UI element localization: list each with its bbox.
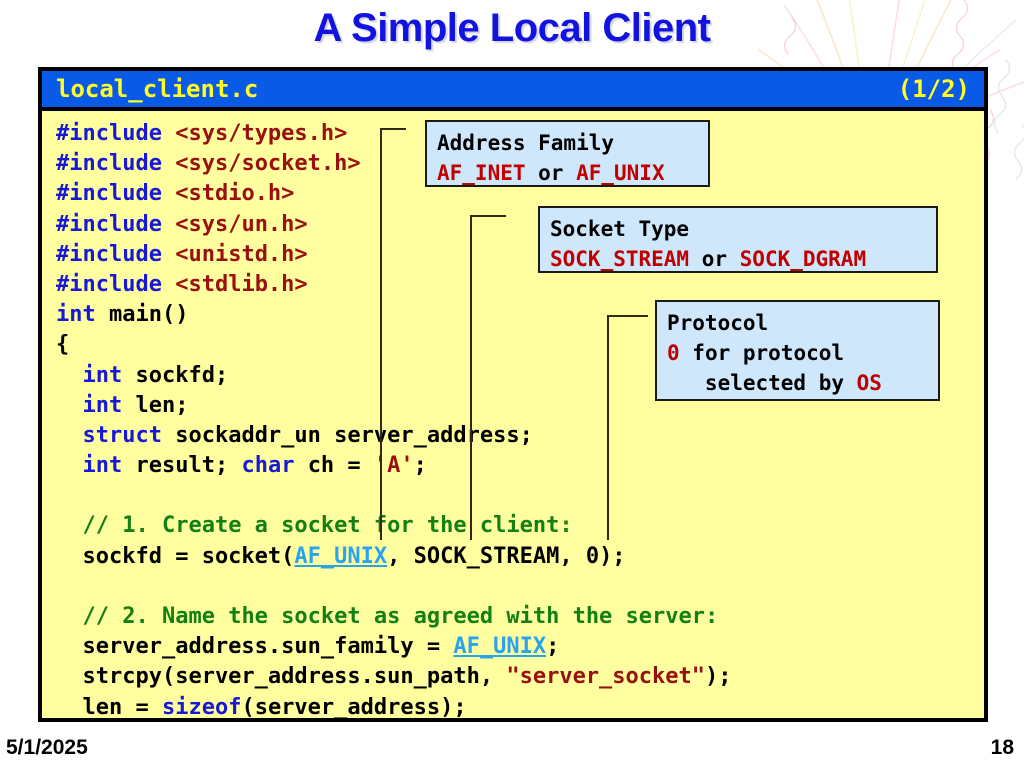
code-line: struct sockaddr_un server_address; <box>56 421 984 451</box>
code-line: #include <sys/types.h> <box>56 119 984 149</box>
code-line: #include <unistd.h> <box>56 240 984 270</box>
callout-line: selected by OS <box>667 368 928 398</box>
code-part-label: (1/2) <box>897 75 970 103</box>
callout-token: for protocol <box>679 341 845 365</box>
callout-token: selected by <box>667 371 857 395</box>
code-listing: #include <sys/types.h>#include <sys/sock… <box>42 111 984 723</box>
code-token: #include <box>56 211 176 237</box>
code-token: { <box>56 332 70 358</box>
code-line: strcpy(server_address.sun_path, "server_… <box>56 662 984 692</box>
code-token: sockfd = socket( <box>56 543 295 569</box>
code-line: int sockfd; <box>56 361 984 391</box>
code-line: // 2. Name the socket as agreed with the… <box>56 602 984 632</box>
callout-token: AF_INET <box>437 161 526 185</box>
code-token: main() <box>108 302 189 328</box>
code-token: <sys/socket.h> <box>175 151 361 177</box>
code-token <box>56 423 83 448</box>
code-token: // 2. Name the socket as agreed with the… <box>82 604 719 629</box>
callout-line: AF_INET or AF_UNIX <box>437 158 698 188</box>
code-token: #include <box>56 121 176 146</box>
code-line: // 1. Create a socket for the client: <box>56 511 984 541</box>
code-token: "server_socket" <box>506 664 706 690</box>
code-token: #include <box>56 241 176 267</box>
footer-date: 5/1/2025 <box>6 736 88 759</box>
callout-token: OS <box>856 371 882 395</box>
code-line: int main() <box>56 300 984 330</box>
code-token <box>56 574 69 599</box>
code-token: #include <box>56 271 176 297</box>
code-token: , SOCK_STREAM, 0); <box>387 543 626 569</box>
code-token <box>56 363 83 388</box>
code-filename-label: local_client.c <box>56 75 259 103</box>
callout-token: Socket Type <box>550 217 690 241</box>
code-token: <sys/un.h> <box>175 211 308 237</box>
callout-token: or <box>525 161 577 185</box>
code-token: AF_UNIX <box>294 543 388 569</box>
code-token: server_address.sun_family = <box>56 634 454 660</box>
page-title: A Simple Local Client <box>313 6 711 50</box>
callout-token: 0 <box>667 341 680 365</box>
code-line: int result; char ch = 'A'; <box>56 451 984 481</box>
code-token: ; <box>546 634 560 660</box>
code-line: len = sizeof(server_address); <box>56 693 984 723</box>
code-line: int len; <box>56 391 984 421</box>
code-token: (server_address); <box>241 694 467 720</box>
code-token: // 1. Create a socket for the client: <box>82 513 573 539</box>
callout-line: Socket Type <box>550 214 926 244</box>
callout-token: Address Family <box>437 131 615 155</box>
code-token: ch = <box>307 453 374 479</box>
callout-token: SOCK_STREAM <box>550 247 690 271</box>
code-token: #include <box>56 181 176 207</box>
code-token: <stdio.h> <box>175 181 295 207</box>
code-token: <stdlib.h> <box>175 271 308 297</box>
footer-page-number: 18 <box>990 736 1014 759</box>
code-line: { <box>56 330 984 360</box>
code-line: #include <sys/socket.h> <box>56 149 984 179</box>
code-token: <sys/types.h> <box>175 121 348 146</box>
code-line: server_address.sun_family = AF_UNIX; <box>56 632 984 662</box>
code-token: int <box>82 362 136 388</box>
code-token <box>56 483 69 508</box>
code-token: ; <box>413 453 427 479</box>
callout-line: 0 for protocol <box>667 338 928 368</box>
code-line <box>56 481 984 511</box>
code-token: int <box>56 302 109 328</box>
code-token <box>56 513 83 538</box>
callout-line: SOCK_STREAM or SOCK_DGRAM <box>550 244 926 274</box>
code-token: int <box>82 453 136 479</box>
code-token: struct <box>82 422 176 448</box>
code-token: AF_UNIX <box>453 634 547 660</box>
code-token: 'A' <box>373 453 414 479</box>
code-line <box>56 572 984 602</box>
code-panel-header: local_client.c (1/2) <box>42 71 984 111</box>
callout-token: or <box>689 247 740 271</box>
code-line: #include <sys/un.h> <box>56 210 984 240</box>
code-token: char <box>241 453 308 479</box>
callout-line: Address Family <box>437 128 698 158</box>
code-token: ); <box>705 664 732 690</box>
code-token <box>56 453 83 478</box>
callout-token: Protocol <box>667 311 769 335</box>
code-line: #include <stdio.h> <box>56 179 984 209</box>
code-token: len; <box>135 392 189 418</box>
code-line: #include <stdlib.h> <box>56 270 984 300</box>
code-token <box>56 604 83 629</box>
code-token: <unistd.h> <box>175 241 308 267</box>
code-line: sockfd = socket(AF_UNIX, SOCK_STREAM, 0)… <box>56 542 984 572</box>
code-token: #include <box>56 151 176 177</box>
callout-protocol: Protocol 0 for protocol selected by OS <box>655 300 940 401</box>
callout-line: Protocol <box>667 308 928 338</box>
code-token: sockaddr_un server_address; <box>175 422 533 448</box>
code-token: result; <box>135 453 242 479</box>
code-token: strcpy(server_address.sun_path, <box>56 664 507 690</box>
callout-token: AF_UNIX <box>576 161 665 185</box>
callout-token: SOCK_DGRAM <box>739 247 867 271</box>
code-token: len = <box>56 694 162 720</box>
code-token: sockfd; <box>135 362 229 388</box>
code-token: int <box>82 392 136 418</box>
code-token <box>56 393 83 418</box>
code-token: sizeof <box>161 694 242 720</box>
